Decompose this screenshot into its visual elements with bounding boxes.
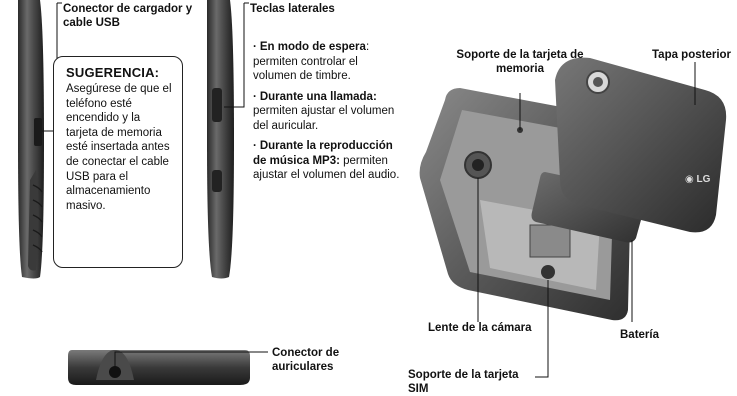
label-headset-connector: Conector de auriculares bbox=[272, 347, 340, 373]
side-keys-notes: ·En modo de espera: permiten controlar e… bbox=[253, 40, 401, 189]
tip-title: SUGERENCIA: bbox=[66, 65, 160, 80]
side-keys-note: ·Durante una llamada: permiten ajustar e… bbox=[253, 90, 395, 132]
tip-body: Asegúrese de que el teléfono esté encend… bbox=[66, 83, 172, 212]
side-key bbox=[212, 170, 222, 192]
phone-side-right bbox=[207, 0, 234, 279]
label-battery: Batería bbox=[620, 329, 659, 341]
tip-box: SUGERENCIA: Asegúrese de que el teléfono… bbox=[53, 56, 183, 268]
back-cover-illustration: ◉ LG bbox=[555, 57, 727, 233]
label-sim-holder: Soporte de la tarjeta SIM bbox=[408, 369, 519, 395]
phone-bottom-view bbox=[68, 350, 250, 385]
label-camera-lens: Lente de la cámara bbox=[428, 322, 532, 334]
charger-port bbox=[34, 118, 42, 146]
label-charger-connector: Conector de cargador y cable USB bbox=[63, 3, 193, 29]
headset-jack bbox=[109, 366, 121, 378]
side-keys-note: ·En modo de espera: permiten controlar e… bbox=[253, 41, 370, 82]
camera-lens bbox=[472, 159, 484, 171]
cover-logo-lg: ◉ LG bbox=[685, 174, 711, 185]
side-keys-note: ·Durante la reproducción de música MP3: … bbox=[253, 140, 400, 181]
sim-slot bbox=[541, 265, 555, 279]
label-side-keys: Teclas laterales bbox=[250, 3, 335, 15]
volume-key bbox=[212, 88, 222, 122]
label-memory-card-holder: Soporte de la tarjeta de memoria bbox=[456, 49, 584, 75]
label-back-cover: Tapa posterior bbox=[652, 49, 732, 61]
phone-side-left bbox=[18, 0, 44, 279]
